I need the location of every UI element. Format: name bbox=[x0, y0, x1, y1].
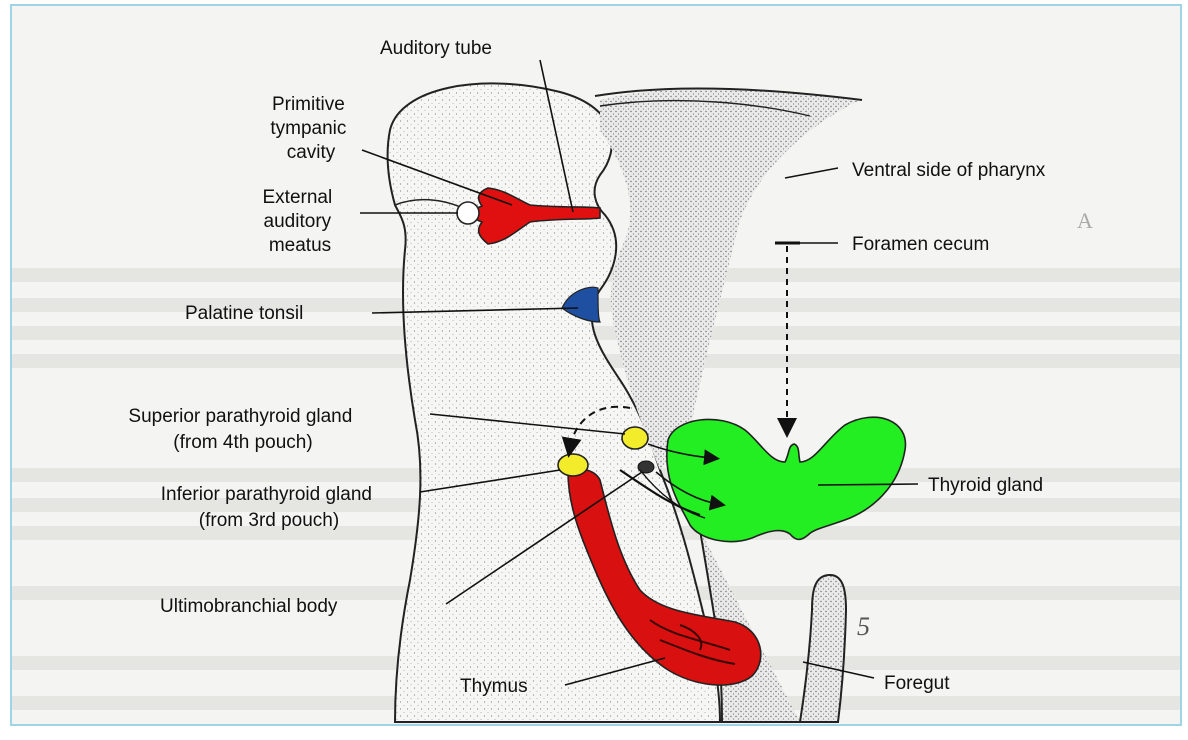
label-line: meatus bbox=[269, 235, 331, 256]
label-foramen-cecum: Foramen cecum bbox=[852, 234, 989, 255]
label-thyroid-gland: Thyroid gland bbox=[928, 475, 1043, 496]
label-line: cavity bbox=[287, 142, 336, 163]
label-inferior-parathyroid: Inferior parathyroid gland (from 3rd pou… bbox=[161, 484, 378, 531]
label-palatine-tonsil: Palatine tonsil bbox=[185, 303, 303, 324]
label-thymus: Thymus bbox=[460, 676, 528, 697]
superior-parathyroid-gland bbox=[622, 427, 648, 449]
label-line: External bbox=[263, 187, 333, 208]
leader-ventral-pharynx bbox=[785, 168, 838, 178]
label-superior-parathyroid: Superior parathyroid gland (from 4th pou… bbox=[128, 406, 357, 453]
thyroid-gland bbox=[667, 417, 906, 541]
label-line: auditory bbox=[264, 211, 332, 232]
label-line: Superior parathyroid gland bbox=[128, 406, 352, 427]
label-primitive-tympanic-cavity: Primitive tympanic cavity bbox=[270, 94, 351, 163]
background-mark: 5 bbox=[857, 612, 870, 641]
external-auditory-meatus bbox=[457, 202, 479, 224]
label-ventral-side-of-pharynx: Ventral side of pharynx bbox=[852, 160, 1046, 181]
label-line: (from 3rd pouch) bbox=[199, 510, 339, 531]
background-letter: A bbox=[1077, 208, 1093, 233]
label-line: Inferior parathyroid gland bbox=[161, 484, 372, 505]
label-line: (from 4th pouch) bbox=[173, 432, 312, 453]
label-line: tympanic bbox=[270, 118, 346, 139]
label-line: Primitive bbox=[272, 94, 345, 115]
inferior-parathyroid-gland bbox=[558, 454, 588, 476]
label-auditory-tube: Auditory tube bbox=[380, 38, 492, 59]
ventral-pharynx-region bbox=[600, 88, 860, 470]
label-foregut: Foregut bbox=[884, 673, 950, 694]
label-ultimobranchial-body: Ultimobranchial body bbox=[160, 596, 338, 617]
label-external-auditory-meatus: External auditory meatus bbox=[263, 187, 338, 256]
leader-thyroid bbox=[818, 484, 918, 485]
